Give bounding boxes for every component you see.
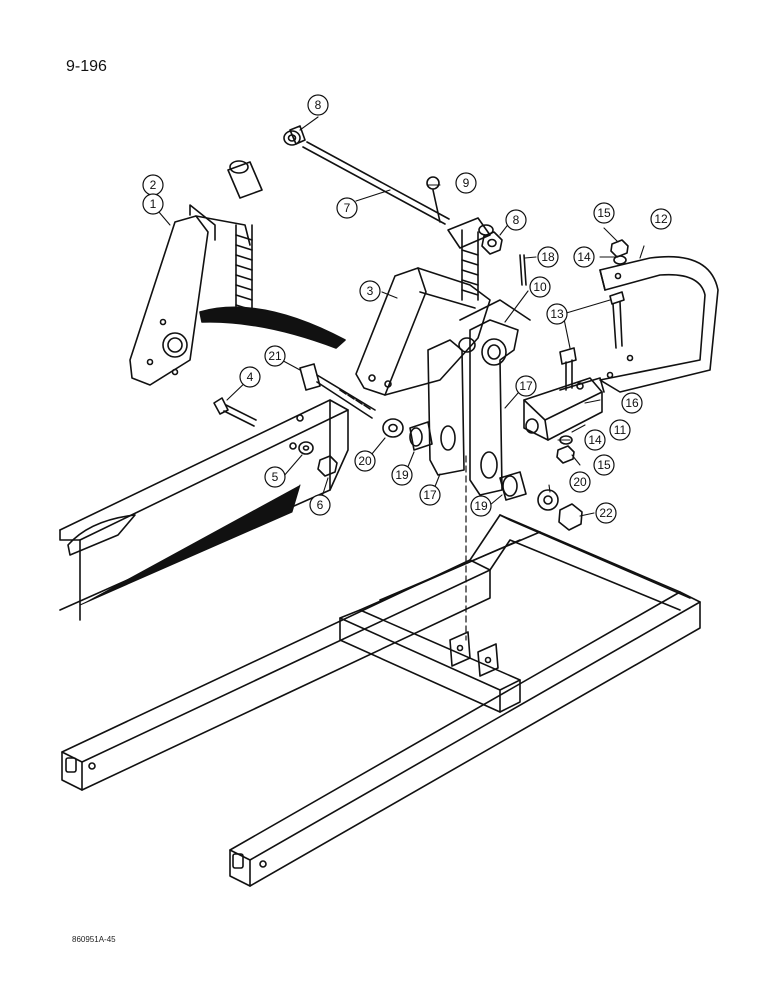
callout-14-top: 14 [573,246,595,268]
svg-text:3: 3 [367,284,374,298]
bolt-4 [213,397,257,427]
svg-text:16: 16 [625,396,639,410]
washer-20-right [537,489,559,511]
bolt-13-long [609,291,625,349]
callout-20-left: 20 [354,450,376,472]
svg-text:12: 12 [654,212,668,226]
bushing-19-left [409,421,433,451]
svg-text:4: 4 [247,370,254,384]
callout-7: 7 [336,197,358,219]
callout-22: 22 [595,502,617,524]
callout-14-bottom: 14 [584,429,606,451]
page-number: 9-196 [66,58,107,75]
nut-right [481,231,503,255]
callout-20-right: 20 [569,471,591,493]
pin [426,176,441,223]
svg-text:8: 8 [315,98,322,112]
callout-15-bottom: 15 [593,454,615,476]
svg-text:20: 20 [358,454,372,468]
callout-19-left: 19 [391,464,413,486]
callout-2: 2 [142,174,164,196]
svg-text:7: 7 [344,201,351,215]
long-bolt [299,363,376,419]
callout-1: 1 [142,193,164,215]
nut-22 [558,503,583,531]
callout-9: 9 [455,172,477,194]
callout-10: 10 [529,276,551,298]
svg-text:8: 8 [513,213,520,227]
nut-6 [317,455,338,477]
svg-text:15: 15 [597,458,611,472]
callout-4: 4 [239,366,261,388]
svg-text:15: 15 [597,206,611,220]
roll-pin [519,254,527,286]
washer-20-left [382,418,404,438]
callout-6: 6 [309,494,331,516]
svg-text:17: 17 [519,379,533,393]
washer-5-hole [302,445,310,451]
callout-8-top: 8 [307,94,329,116]
callout-17-top: 17 [515,375,537,397]
callout-5: 5 [264,466,286,488]
washer-5 [298,441,314,455]
rod [283,125,450,225]
svg-text:22: 22 [599,506,613,520]
svg-text:5: 5 [272,470,279,484]
spring-shank [599,255,719,393]
svg-text:14: 14 [588,433,602,447]
bushing-19-left-end [409,427,423,447]
jack-bracket [129,160,263,386]
nut-15-top [610,239,629,258]
svg-text:10: 10 [533,280,547,294]
callout-16: 16 [621,392,643,414]
washer-14-top [613,255,627,265]
tongue [59,399,349,621]
svg-text:6: 6 [317,498,324,512]
bushing-19-right-end [502,475,518,497]
bolt-13 [559,347,577,391]
svg-text:11: 11 [614,423,627,437]
assembly-arrow [199,306,346,349]
svg-text:14: 14 [577,250,591,264]
svg-text:13: 13 [550,307,564,321]
washer-20-right-hole [543,495,553,505]
main-frame [61,514,701,887]
callout-8-right: 8 [505,209,527,231]
svg-text:17: 17 [423,488,437,502]
callout-11: 11 [609,419,631,441]
washer-20-left-hole [388,423,398,433]
callout-13: 13 [546,303,568,325]
svg-text:1: 1 [150,197,157,211]
callout-18: 18 [537,246,559,268]
svg-text:2: 2 [150,178,157,192]
shank-clamp [523,377,605,441]
svg-text:19: 19 [474,499,488,513]
callout-12: 12 [650,208,672,230]
callout-15-top: 15 [593,202,615,224]
swivel-arm [427,299,531,496]
callout-21: 21 [264,345,286,367]
reference-code: 860951A-45 [72,935,116,944]
svg-text:18: 18 [541,250,555,264]
svg-text:19: 19 [395,468,409,482]
svg-text:20: 20 [573,475,587,489]
hitch-jack-screw [447,217,494,301]
svg-text:9: 9 [463,176,470,190]
callout-19-right: 19 [470,495,492,517]
callout-3: 3 [359,280,381,302]
callout-17-bottom: 17 [419,484,441,506]
svg-text:21: 21 [268,349,282,363]
nut-15-bottom [556,445,575,464]
